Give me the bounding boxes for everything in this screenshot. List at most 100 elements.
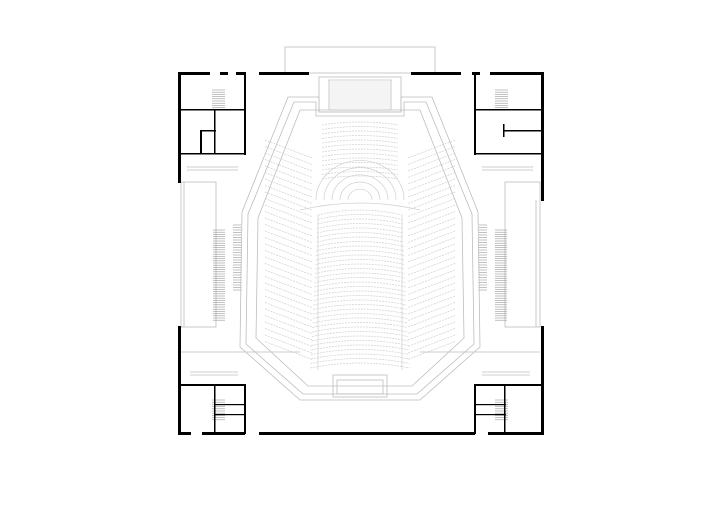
seat-row-right xyxy=(407,217,456,237)
seat-row-right xyxy=(407,334,456,354)
seat-row-right xyxy=(407,321,456,341)
seat-row xyxy=(317,223,403,229)
seat-row-right xyxy=(407,289,456,308)
seating xyxy=(264,121,456,370)
room-bl xyxy=(178,384,246,386)
seat-row xyxy=(312,322,408,328)
top-annex xyxy=(284,46,436,74)
wall-bottom xyxy=(178,432,191,435)
seat-row xyxy=(321,130,399,135)
seat-row xyxy=(313,295,407,301)
seat-row-left xyxy=(264,172,313,191)
seat-row xyxy=(314,277,406,283)
seat-row xyxy=(321,153,399,157)
seat-row-right xyxy=(407,302,456,321)
seat-row-left xyxy=(264,152,313,172)
seat-row xyxy=(321,121,399,126)
seat-row xyxy=(313,304,407,310)
room-br xyxy=(474,384,542,386)
seat-arc xyxy=(347,188,373,201)
seat-row-right xyxy=(407,159,456,178)
auditorium-outer xyxy=(239,96,481,401)
seat-row-left xyxy=(264,178,313,198)
seat-row xyxy=(321,148,399,153)
seat-row xyxy=(310,349,410,355)
seat-row-left xyxy=(264,302,313,321)
seat-row xyxy=(310,353,410,360)
seat-row xyxy=(317,209,403,216)
seat-row xyxy=(314,268,406,274)
seat-row xyxy=(311,331,409,337)
seat-row-left xyxy=(264,295,313,315)
seat-row-left xyxy=(264,321,313,341)
seat-row-left xyxy=(264,243,313,263)
pit-inner xyxy=(336,379,384,395)
seat-row-left xyxy=(264,334,313,354)
seat-row xyxy=(312,313,408,319)
walls xyxy=(178,72,544,435)
seat-row-right xyxy=(407,204,456,224)
seat-row-left xyxy=(264,165,313,185)
seat-row-left xyxy=(264,237,313,256)
seat-row-left xyxy=(264,341,313,360)
seat-row-left xyxy=(264,230,313,250)
seat-row xyxy=(321,171,399,175)
seat-row-left xyxy=(264,315,313,334)
seat-row-left xyxy=(264,289,313,308)
seat-row-right xyxy=(407,263,456,282)
seat-row-right xyxy=(407,224,456,243)
stairs xyxy=(212,79,508,421)
seat-row xyxy=(311,340,409,346)
seat-row-right xyxy=(407,185,456,204)
seat-row-left xyxy=(264,159,313,178)
seat-arc xyxy=(339,181,381,201)
seat-row-right xyxy=(407,152,456,172)
left-lobby xyxy=(180,181,217,328)
seat-row-right xyxy=(407,256,456,276)
seat-row xyxy=(310,362,410,369)
seat-row-left xyxy=(264,185,313,204)
thin-lines xyxy=(180,46,541,401)
seat-row-left xyxy=(264,191,313,211)
seat-row-left xyxy=(264,198,313,217)
seat-row-right xyxy=(407,191,456,211)
seat-row-left xyxy=(264,217,313,237)
seat-row xyxy=(316,241,404,247)
stage-inner xyxy=(328,79,392,111)
seat-row xyxy=(312,326,408,333)
seat-row-right xyxy=(407,237,456,256)
seat-row xyxy=(315,259,405,265)
right-lobby xyxy=(504,181,541,328)
seat-row-right xyxy=(407,328,456,347)
wall-top-right xyxy=(411,72,461,75)
seat-row xyxy=(314,272,406,279)
wall-right xyxy=(541,72,544,201)
wall-left xyxy=(178,72,181,183)
cross-aisle xyxy=(299,202,421,211)
seat-row xyxy=(317,227,403,234)
seat-row-right xyxy=(407,146,456,165)
seat-row xyxy=(321,144,399,148)
seat-row-left xyxy=(264,308,313,328)
seat-row xyxy=(312,308,408,315)
seat-row-left xyxy=(264,282,313,302)
seat-row-right xyxy=(407,250,456,269)
seat-row xyxy=(311,335,409,342)
seat-row-right xyxy=(407,341,456,360)
seat-row xyxy=(321,166,399,171)
seat-row-left xyxy=(264,139,313,159)
seat-row-right xyxy=(407,269,456,289)
pit xyxy=(332,374,388,398)
seat-row xyxy=(315,254,405,261)
seat-row-left xyxy=(264,211,313,230)
seat-row-left xyxy=(264,263,313,282)
seat-row-left xyxy=(264,328,313,347)
seat-row xyxy=(316,236,404,243)
auditorium-mid xyxy=(245,101,475,395)
seat-row xyxy=(321,162,399,166)
seat-row-right xyxy=(407,295,456,315)
seat-row-right xyxy=(407,276,456,295)
seat-arc xyxy=(315,160,405,201)
seat-row xyxy=(316,232,404,238)
